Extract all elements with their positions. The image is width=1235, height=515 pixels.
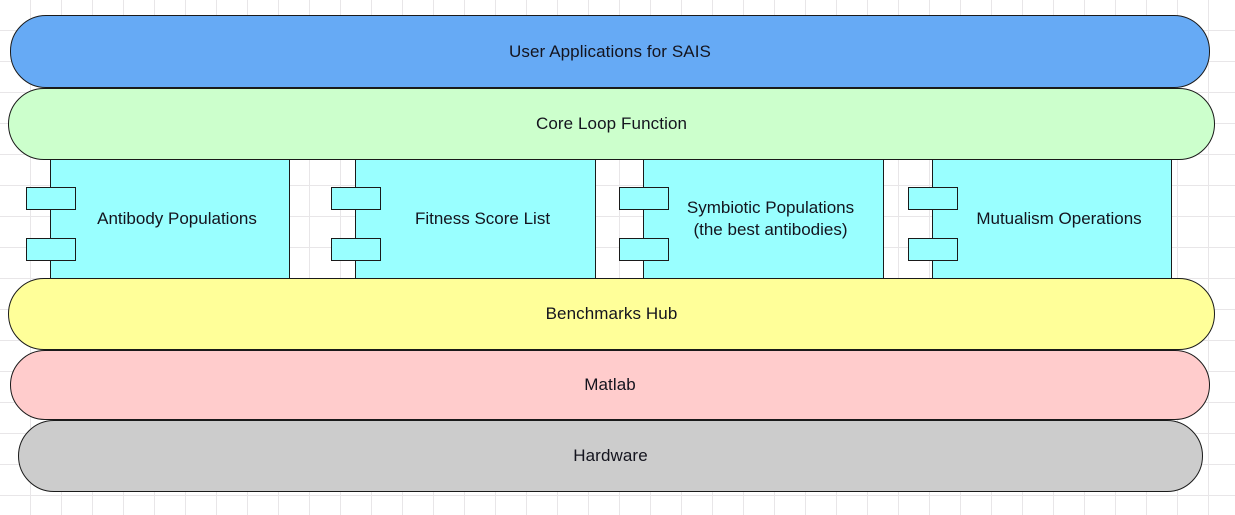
layer-label-user-applications: User Applications for SAIS	[509, 41, 711, 61]
port-icon-top	[619, 187, 669, 210]
layer-label-core-loop-function: Core Loop Function	[535, 114, 688, 134]
component-antibody-populations[interactable]: Antibody Populations	[26, 160, 290, 278]
layer-core-loop-function[interactable]: Core Loop Function	[8, 88, 1215, 160]
component-label-symbiotic-populations: Symbiotic Populations(the best antibodie…	[686, 197, 855, 239]
component-band: Antibody Populations Fitness Score List …	[0, 160, 1235, 278]
component-mutualism-operations[interactable]: Mutualism Operations	[908, 160, 1172, 278]
layer-label-benchmarks-hub: Benchmarks Hub	[545, 304, 678, 324]
layer-user-applications[interactable]: User Applications for SAIS	[10, 15, 1210, 88]
port-icon-bottom	[908, 238, 958, 261]
component-label-antibody-populations: Antibody Populations	[97, 208, 257, 228]
port-icon-bottom	[331, 238, 381, 261]
component-label-mutualism-operations: Mutualism Operations	[976, 208, 1142, 228]
layer-label-matlab: Matlab	[584, 375, 636, 395]
layer-hardware[interactable]: Hardware	[18, 420, 1203, 492]
port-icon-top	[26, 187, 76, 210]
component-label-fitness-score-list: Fitness Score List	[414, 208, 551, 228]
port-icon-top	[331, 187, 381, 210]
layer-matlab[interactable]: Matlab	[10, 350, 1210, 420]
component-symbiotic-populations[interactable]: Symbiotic Populations(the best antibodie…	[619, 160, 884, 278]
port-icon-top	[908, 187, 958, 210]
port-icon-bottom	[619, 238, 669, 261]
component-fitness-score-list[interactable]: Fitness Score List	[331, 160, 596, 278]
layer-benchmarks-hub[interactable]: Benchmarks Hub	[8, 278, 1215, 350]
layer-label-hardware: Hardware	[573, 446, 648, 466]
port-icon-bottom	[26, 238, 76, 261]
